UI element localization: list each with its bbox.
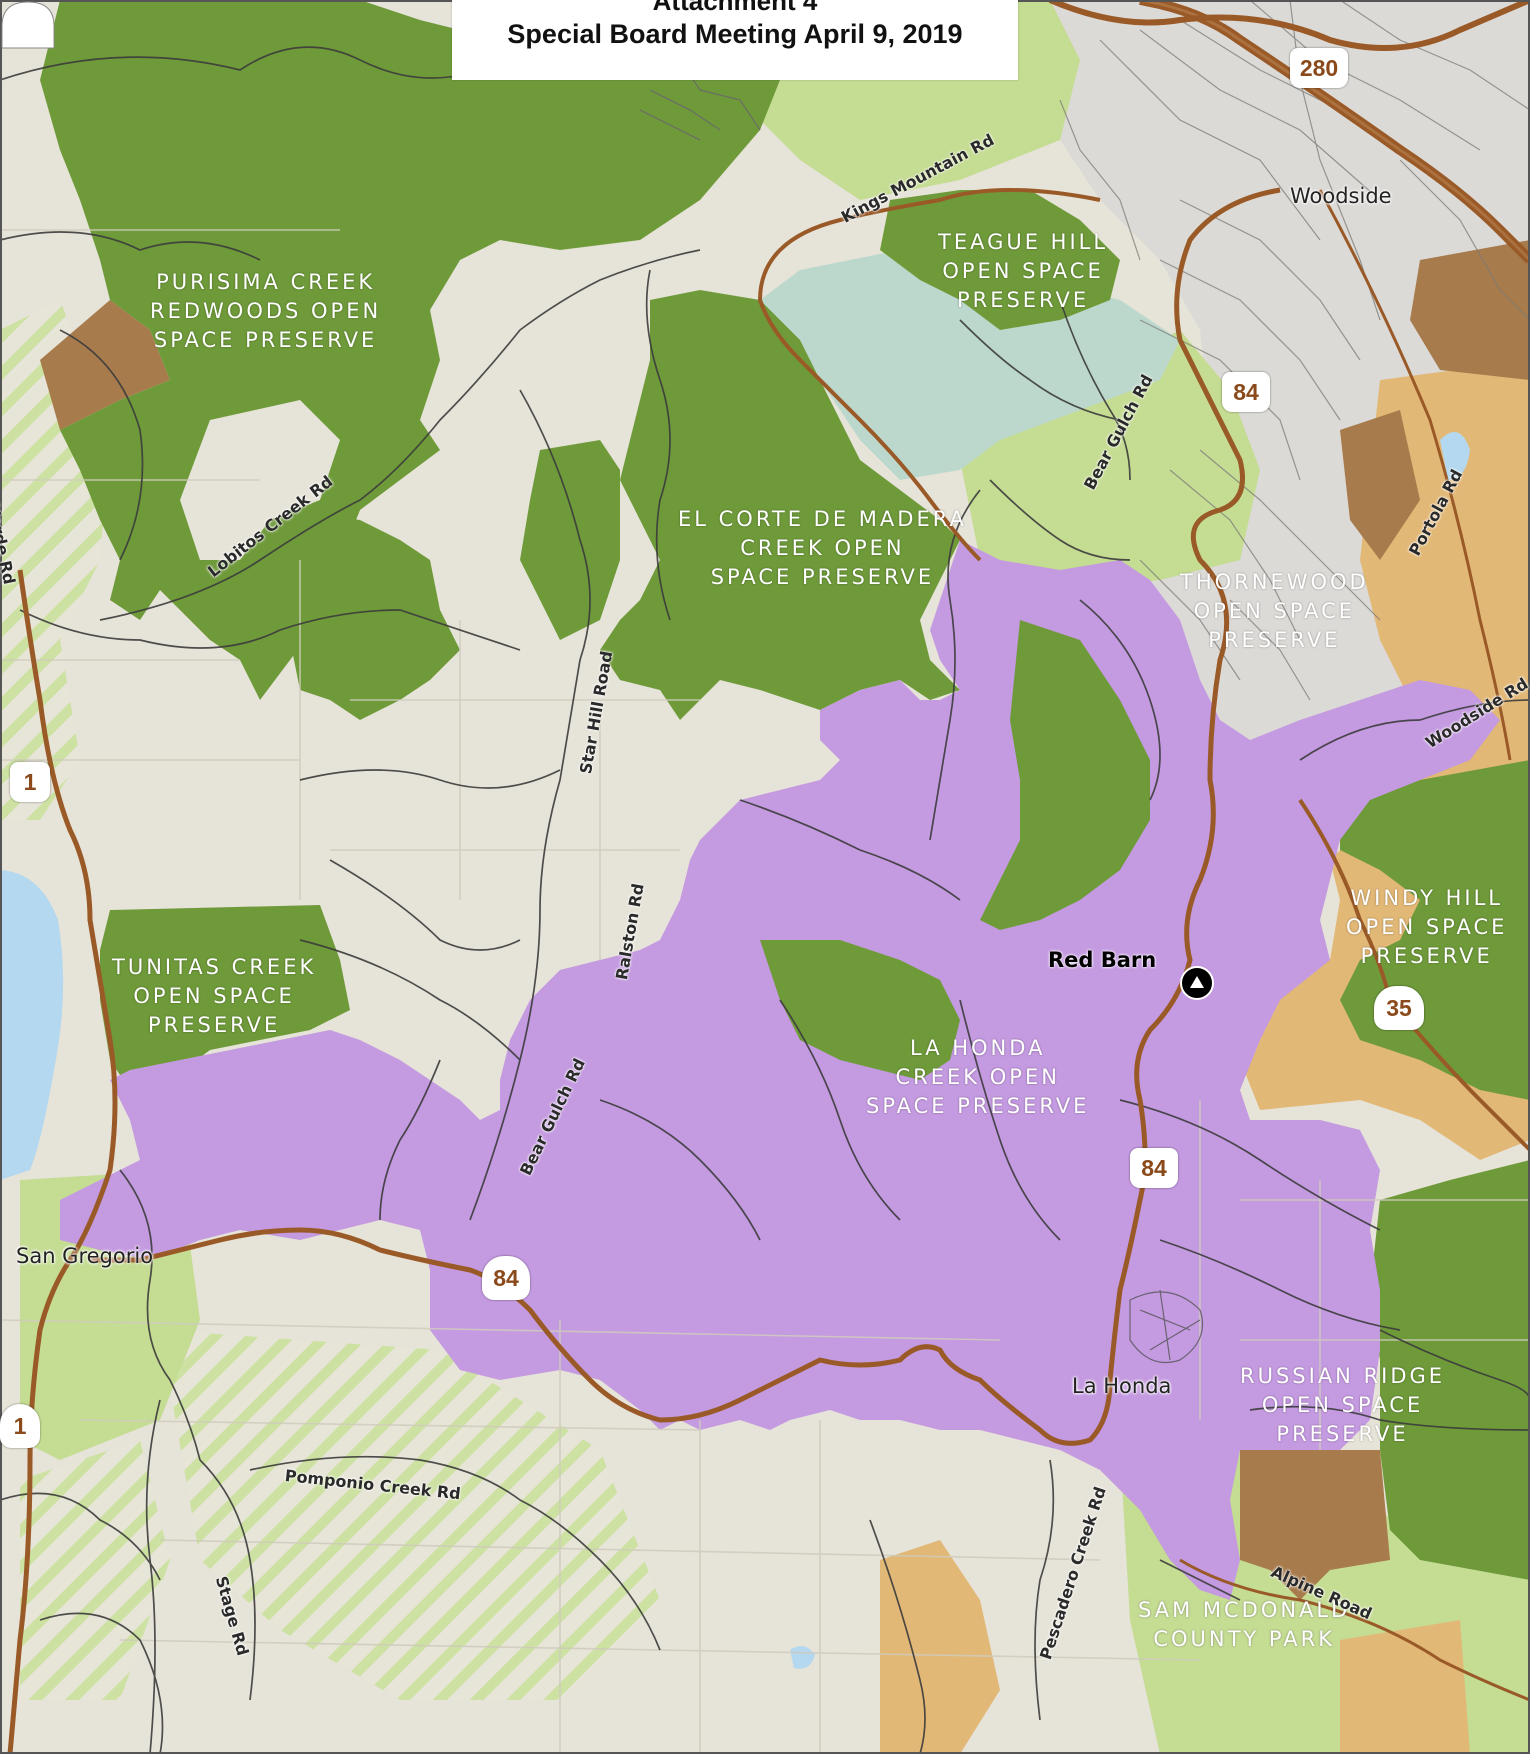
town-la-honda: La Honda: [1072, 1374, 1172, 1398]
highway-shield-1-north: 1: [10, 762, 50, 802]
title-line-2: Special Board Meeting April 9, 2019: [507, 19, 963, 49]
tan-area-southeast: [1340, 1620, 1470, 1754]
preserve-tunitas: [100, 905, 350, 1090]
triangle-marker-icon[interactable]: [1180, 966, 1214, 1000]
hatch-zone-southwest: [20, 1440, 170, 1700]
preserve-el-corte-west: [520, 440, 620, 640]
highway-shield-84-north: 84: [1222, 372, 1270, 412]
highway-280-upper: [1048, 0, 1530, 51]
light-green-bear-gulch: [960, 330, 1260, 590]
highway-shield-84-mid: 84: [1130, 1148, 1178, 1188]
preserve-la-honda-south: [760, 940, 960, 1080]
highway-shield-280: 280: [1290, 48, 1348, 88]
tunnel-icon: [1, 1, 55, 49]
poi-red-barn-label: Red Barn: [1048, 948, 1157, 972]
tan-area-south: [880, 1540, 1000, 1754]
ocean: [0, 870, 64, 1180]
preserve-teague: [880, 190, 1120, 330]
highway-84: [90, 187, 1281, 1446]
local-roads: [0, 46, 1530, 1754]
town-san-gregorio: San Gregorio: [16, 1244, 154, 1268]
map-title: Attachment 4 Special Board Meeting April…: [452, 0, 1018, 80]
highway-shield-84-south: 84: [482, 1256, 530, 1300]
lake-east: [1440, 432, 1470, 480]
highway-shield-1-south: 1: [0, 1404, 40, 1448]
woodside-road-line: [1318, 189, 1512, 761]
preserve-russian-ridge: [1370, 1160, 1530, 1580]
alpine-road-line: [1179, 1558, 1530, 1702]
brown-area-northeast: [1410, 240, 1530, 380]
preserve-el-corte: [600, 290, 960, 720]
brown-area-portola: [1340, 410, 1420, 560]
town-woodside: Woodside: [1290, 184, 1392, 208]
title-line-1: Attachment 4: [652, 0, 818, 16]
highway-shield-35: 35: [1374, 986, 1424, 1030]
brown-area-russian: [1240, 1450, 1390, 1600]
kings-mountain-road-line: [757, 188, 1101, 562]
lake-south: [790, 1646, 815, 1669]
preserve-windy-north: [1460, 790, 1530, 860]
preserve-la-honda-inner: [980, 620, 1150, 930]
street-grid-la-honda: [1129, 1289, 1204, 1364]
hatch-zone-south: [160, 1330, 660, 1700]
preserve-purisima-south: [290, 510, 460, 720]
